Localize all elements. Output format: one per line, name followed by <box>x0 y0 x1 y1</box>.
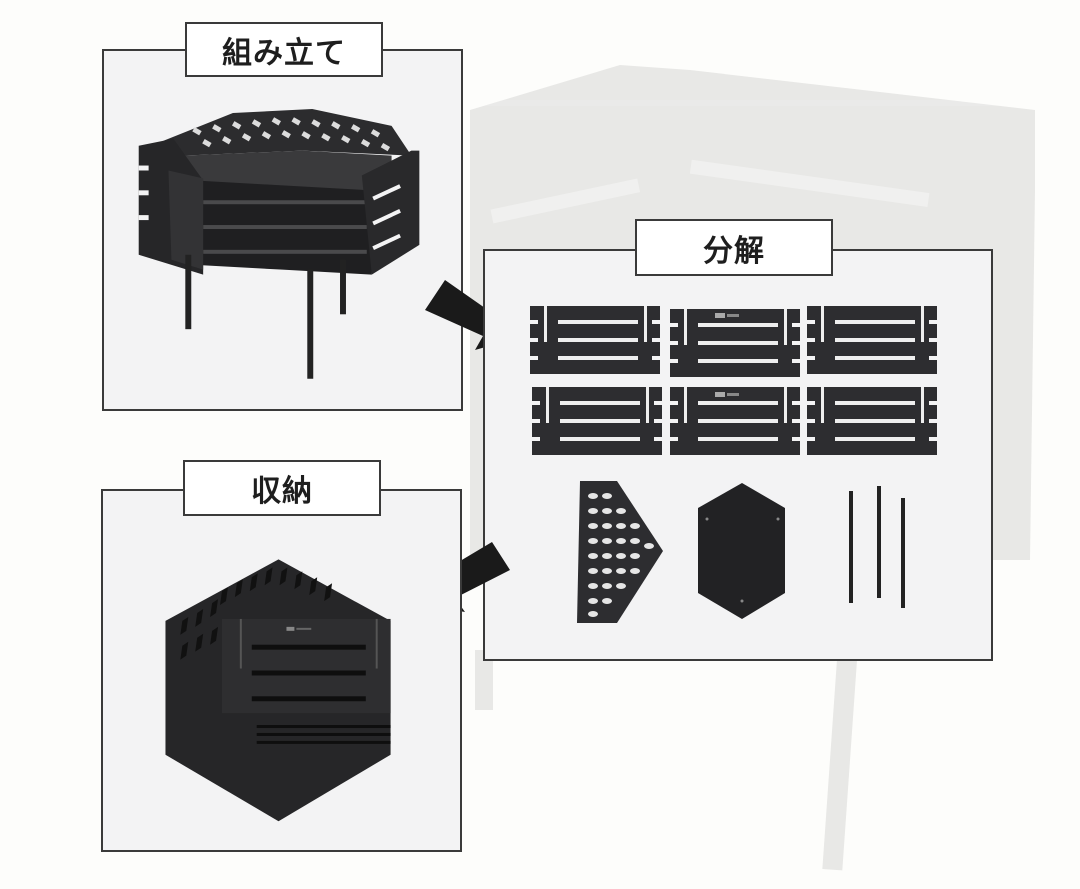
assembled-panel <box>102 49 463 411</box>
assembled-grill-illustration <box>138 109 420 379</box>
storage-panel <box>101 489 462 852</box>
disassembled-parts-illustration <box>530 306 937 623</box>
assembled-label: 組み立て <box>185 22 383 77</box>
storage-label: 収納 <box>183 460 381 516</box>
stored-grill-illustration <box>165 559 391 822</box>
disassembled-label: 分解 <box>635 219 833 276</box>
disassembled-panel <box>483 249 993 661</box>
